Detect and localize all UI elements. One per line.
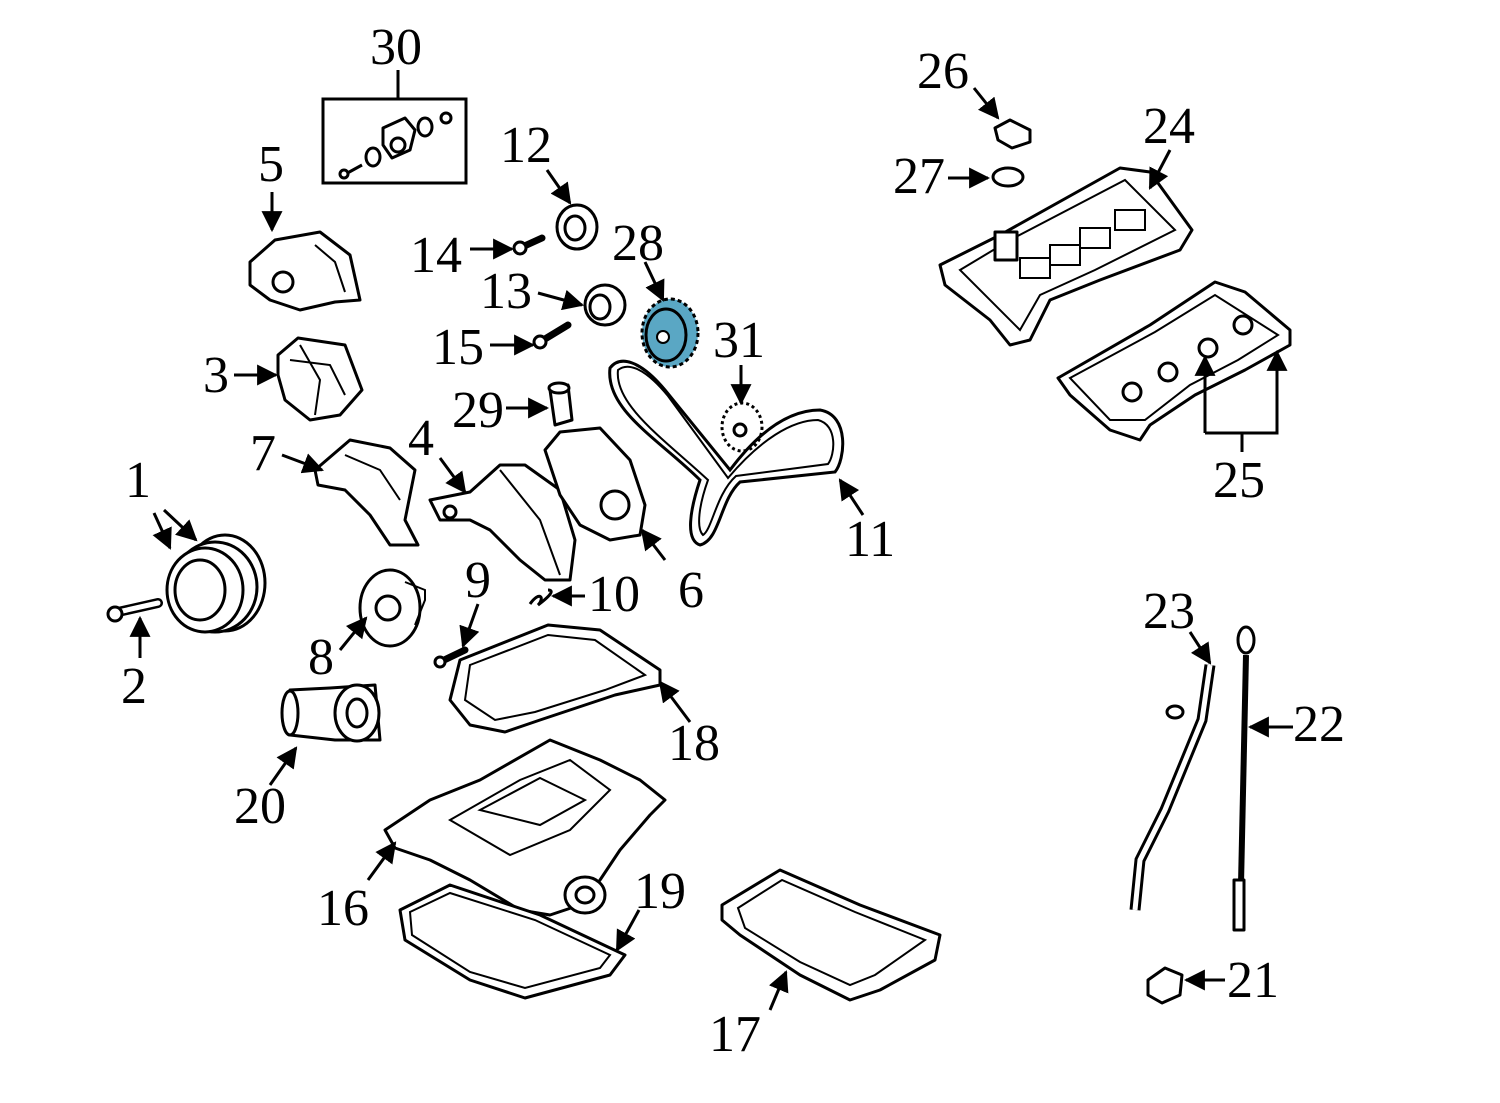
part-25-valve-cover-gasket[interactable] — [1056, 280, 1292, 442]
part-17-oil-pan-lower[interactable] — [720, 868, 942, 1002]
part-9-bolt[interactable] — [433, 646, 469, 669]
callout-14[interactable]: 14 — [410, 227, 462, 284]
callout-4[interactable]: 4 — [408, 410, 434, 467]
part-18-oil-pan-gasket[interactable] — [448, 623, 662, 734]
callout-13[interactable]: 13 — [480, 263, 532, 320]
callout-18[interactable]: 18 — [668, 715, 720, 772]
leader-arrows — [129, 87, 1293, 1011]
callout-21[interactable]: 21 — [1227, 952, 1279, 1009]
part-5-upper-timing-cover[interactable] — [248, 230, 362, 312]
callout-27[interactable]: 27 — [893, 148, 945, 205]
part-14-bolt[interactable] — [512, 234, 546, 256]
part-4-timing-cover[interactable] — [428, 463, 577, 582]
callout-20[interactable]: 20 — [234, 778, 286, 835]
part-12-idler-pulley[interactable] — [555, 203, 599, 251]
callout-17[interactable]: 17 — [709, 1006, 761, 1063]
part-29-tensioner[interactable] — [547, 381, 574, 427]
callout-23[interactable]: 23 — [1143, 583, 1195, 640]
part-23-dipstick-tube[interactable] — [1129, 664, 1216, 911]
callout-29[interactable]: 29 — [452, 382, 504, 439]
callout-22[interactable]: 22 — [1293, 696, 1345, 753]
part-26-oil-cap[interactable] — [993, 118, 1032, 150]
part-8-flange[interactable] — [358, 568, 426, 648]
callout-31[interactable]: 31 — [713, 312, 765, 369]
callout-7[interactable]: 7 — [250, 425, 276, 482]
part-28-camshaft-sprocket[interactable] — [640, 297, 700, 369]
callout-19[interactable]: 19 — [634, 863, 686, 920]
part-21-sensor[interactable] — [1146, 966, 1184, 1005]
callout-25[interactable]: 25 — [1213, 452, 1265, 509]
callout-24[interactable]: 24 — [1143, 98, 1195, 155]
callout-2[interactable]: 2 — [121, 658, 147, 715]
callout-3[interactable]: 3 — [203, 347, 229, 404]
callout-15[interactable]: 15 — [432, 319, 484, 376]
callout-8[interactable]: 8 — [308, 629, 334, 686]
part-19-gasket[interactable] — [398, 883, 627, 1000]
part-13-idler-pulley[interactable] — [583, 283, 627, 327]
callout-10[interactable]: 10 — [588, 566, 640, 623]
callout-9[interactable]: 9 — [465, 552, 491, 609]
part-7-cover[interactable] — [313, 438, 420, 547]
part-22-dipstick[interactable] — [1232, 625, 1256, 932]
callout-labels: 1 2 3 4 5 6 7 8 9 10 11 12 13 14 15 16 1… — [121, 19, 1345, 1063]
callout-26[interactable]: 26 — [917, 43, 969, 100]
part-27-o-ring[interactable] — [991, 166, 1025, 188]
part-3-cover[interactable] — [276, 336, 364, 422]
part-31-gear[interactable] — [720, 401, 764, 453]
callout-16[interactable]: 16 — [317, 880, 369, 937]
callout-6[interactable]: 6 — [678, 562, 704, 619]
part-1-crank-pulley[interactable] — [165, 533, 267, 634]
part-11-timing-belt[interactable] — [608, 359, 845, 547]
part-20-oil-filter[interactable] — [280, 683, 382, 743]
part-2-bolt[interactable] — [106, 598, 163, 623]
part-16-oil-pan-upper[interactable] — [383, 738, 667, 917]
callout-30[interactable]: 30 — [370, 19, 422, 76]
part-30-kit-box[interactable] — [321, 70, 468, 185]
callout-12[interactable]: 12 — [500, 117, 552, 174]
part-24-valve-cover[interactable] — [938, 166, 1194, 347]
callout-11[interactable]: 11 — [845, 511, 895, 568]
part-6-timing-cover[interactable] — [543, 426, 647, 542]
callout-5[interactable]: 5 — [258, 136, 284, 193]
callout-1[interactable]: 1 — [125, 452, 151, 509]
part-10-clip[interactable] — [528, 588, 553, 607]
part-15-bolt[interactable] — [532, 321, 572, 350]
callout-28[interactable]: 28 — [612, 215, 664, 272]
